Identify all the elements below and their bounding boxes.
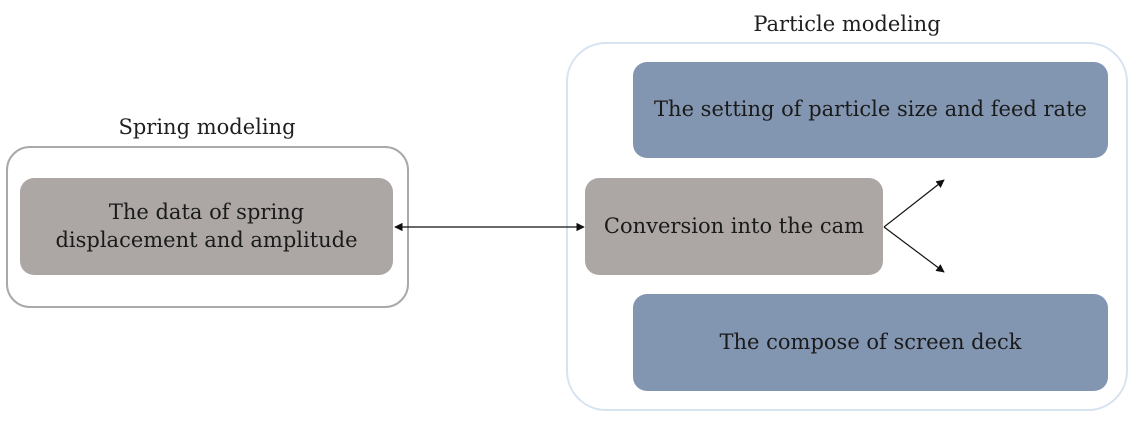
cam-conversion-box: Conversion into the cam	[585, 178, 883, 275]
particle-modeling-title: Particle modeling	[753, 12, 941, 36]
spring-data-line2: displacement and amplitude	[55, 227, 358, 252]
screen-deck-box: The compose of screen deck	[633, 294, 1108, 391]
arrow-to-bottom-box	[883, 226, 945, 273]
arrow-to-top-box	[883, 179, 945, 228]
spring-modeling-title: Spring modeling	[118, 115, 296, 139]
spring-data-line1: The data of spring	[108, 200, 305, 225]
particle-size-feed-rate-box: The setting of particle size and feed ra…	[633, 62, 1108, 158]
spring-data-box: The data of spring displacement and ampl…	[20, 178, 393, 275]
